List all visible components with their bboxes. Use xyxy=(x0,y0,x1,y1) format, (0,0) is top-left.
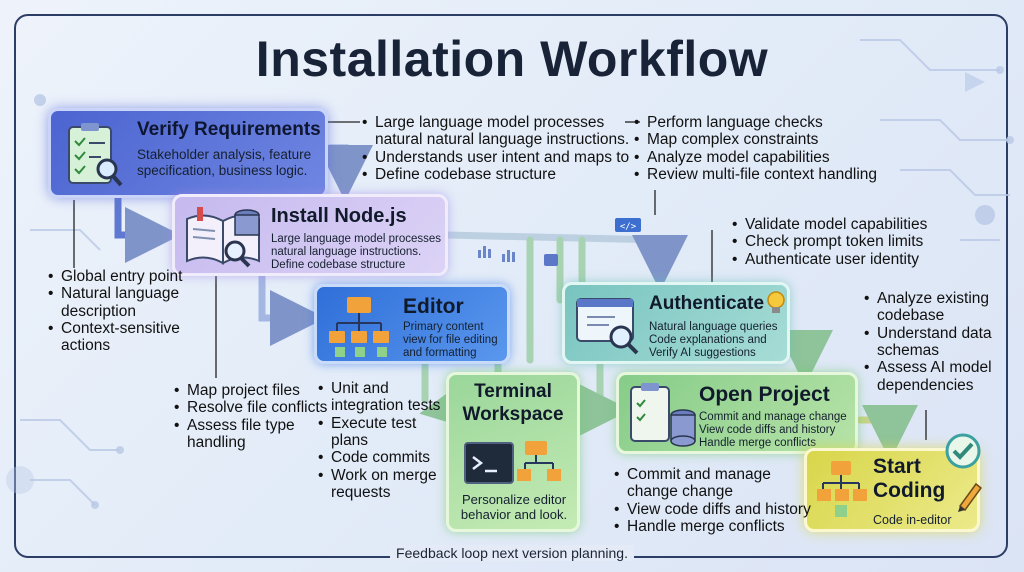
list-item: Resolve file conflicts xyxy=(174,399,334,417)
node-terminal-workspace: Terminal Workspace Personalize editor be… xyxy=(446,372,580,532)
svg-text:</>: </> xyxy=(620,222,637,232)
image-icon xyxy=(544,254,558,266)
list-item: Map project files xyxy=(174,382,334,400)
code-tag-icon: </> xyxy=(615,218,641,232)
list-item: Global entry point xyxy=(48,268,198,286)
node-authenticate-desc: Natural language queries Code explanatio… xyxy=(649,321,778,360)
node-open-project: Open Project Commit and manage change Vi… xyxy=(616,372,858,454)
list-item: Understand data schemas xyxy=(864,325,1004,360)
list-item: Define codebase structure xyxy=(362,166,632,184)
list-item: Analyze model capabilities xyxy=(634,149,894,167)
list-left: Global entry point Natural language desc… xyxy=(48,268,198,355)
node-editor: Editor Primary content view for file edi… xyxy=(314,284,510,364)
list-tests: Unit and integration tests Execute test … xyxy=(318,380,444,502)
node-open-project-desc: Commit and manage change View code diffs… xyxy=(699,411,847,450)
node-verify-requirements: Verify Requirements Stakeholder analysis… xyxy=(48,108,328,198)
list-item: Large language model processes natural n… xyxy=(362,114,632,149)
list-item: Analyze existing codebase xyxy=(864,290,1004,325)
footer-caption: Feedback loop next version planning. xyxy=(0,545,1024,561)
list-files: Map project files Resolve file conflicts… xyxy=(174,382,334,451)
footer-text: Feedback loop next version planning. xyxy=(390,545,634,561)
node-terminal-title: Terminal Workspace xyxy=(462,381,564,425)
list-item: Assess AI model dependencies xyxy=(864,359,1004,394)
list-top-middle: Large language model processes natural n… xyxy=(362,114,632,184)
node-install-node: Install Node.js Large language model pro… xyxy=(172,194,448,276)
node-terminal-desc: Personalize editor behavior and look. xyxy=(460,492,568,522)
folder-tree-icon xyxy=(329,297,389,357)
bar-chart-icon xyxy=(478,246,515,262)
list-item: Assess file type handling xyxy=(174,417,334,452)
list-item: Understands user intent and maps to xyxy=(362,149,632,167)
list-mid-right: Validate model capabilities Check prompt… xyxy=(732,216,952,268)
lightbulb-icon xyxy=(767,291,785,313)
list-item: Validate model capabilities xyxy=(732,216,952,234)
list-top-right: Perform language checks Map complex cons… xyxy=(634,114,894,184)
node-verify-desc: Stakeholder analysis, feature specificat… xyxy=(137,147,312,178)
chat-window-magnifier-icon xyxy=(576,298,639,355)
list-item: Commit and manage change change xyxy=(614,466,814,501)
list-item: Review multi-file context handling xyxy=(634,166,894,184)
list-item: Authenticate user identity xyxy=(732,251,952,269)
pencil-icon xyxy=(958,482,982,512)
terminal-folder-icon xyxy=(464,441,561,484)
node-start-coding-desc: Code in-editor xyxy=(873,513,952,527)
list-item: Unit and integration tests xyxy=(318,380,444,415)
list-far-right: Analyze existing codebase Understand dat… xyxy=(864,290,1004,394)
node-authenticate-title: Authenticate xyxy=(649,293,765,314)
list-item: Perform language checks xyxy=(634,114,894,132)
node-install-node-title: Install Node.js xyxy=(271,205,407,227)
node-verify-title: Verify Requirements xyxy=(137,119,321,140)
list-item: Execute test plans xyxy=(318,415,444,450)
list-changes: Commit and manage change change View cod… xyxy=(614,466,814,536)
open-book-database-icon xyxy=(186,207,260,268)
node-open-project-title: Open Project xyxy=(699,383,830,406)
list-item: Check prompt token limits xyxy=(732,233,952,251)
checkmark-badge-icon xyxy=(945,433,981,469)
list-item: Context-sensitive actions xyxy=(48,320,198,355)
list-item: Handle merge conflicts xyxy=(614,518,814,536)
node-install-node-desc: Large language model processes natural l… xyxy=(271,233,442,272)
list-item: Code commits xyxy=(318,449,444,467)
node-editor-title: Editor xyxy=(403,295,464,318)
list-item: Map complex constraints xyxy=(634,131,894,149)
node-authenticate: Authenticate Natural language queries Co… xyxy=(562,282,790,364)
node-editor-desc: Primary content view for file editing an… xyxy=(403,321,498,360)
clipboard-checklist-icon xyxy=(68,123,123,187)
node-start-coding-title: Start Coding xyxy=(873,455,946,503)
list-item: View code diffs and history xyxy=(614,501,814,519)
clipboard-database-icon xyxy=(630,383,696,447)
folder-tree-icon xyxy=(817,461,867,517)
page-title: Installation Workflow xyxy=(255,31,769,87)
list-item: Natural language description xyxy=(48,285,198,320)
list-item: Work on merge requests xyxy=(318,467,444,502)
